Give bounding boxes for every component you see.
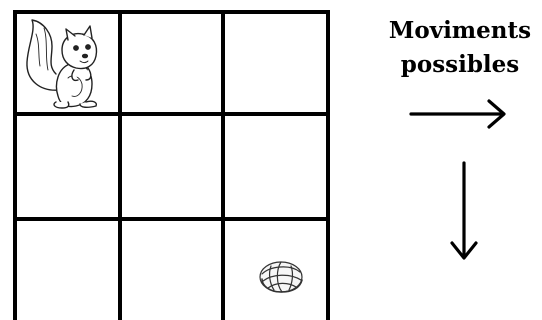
legend-title-line1: Moviments [378, 19, 542, 42]
down-arrow-icon [452, 163, 476, 258]
grid-cell[interactable] [121, 221, 222, 320]
walnut-icon [260, 262, 302, 292]
grid-cell[interactable] [224, 116, 326, 217]
right-arrow-icon [411, 101, 504, 127]
grid-cell[interactable] [121, 12, 222, 112]
grid-cell[interactable] [121, 116, 222, 217]
grid-cell[interactable] [17, 116, 119, 217]
grid-cell[interactable] [224, 12, 326, 112]
grid-cell[interactable] [17, 221, 119, 320]
legend-title-line2: possibles [378, 53, 542, 76]
